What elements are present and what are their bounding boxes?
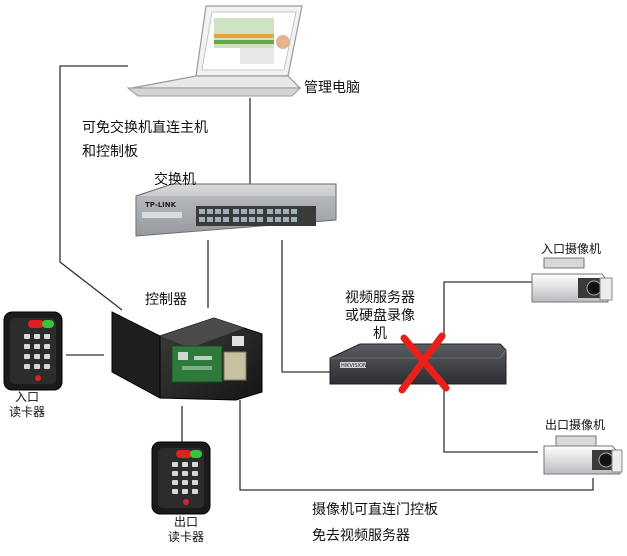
network-switch-icon: TP-LINK <box>135 183 337 237</box>
entry-camera-icon <box>531 257 613 303</box>
switch-label: 交换机 <box>154 172 196 188</box>
disabled-cross-icon <box>398 332 450 394</box>
video-server-label-line2: 或硬盘录像 <box>345 308 415 324</box>
exit-card-reader-icon <box>151 441 211 515</box>
entry-camera-label: 入口摄像机 <box>541 242 602 256</box>
exit-reader-label-line2: 读卡器 <box>167 530 204 544</box>
entry-reader-label-line2: 读卡器 <box>8 405 45 419</box>
video-server-label-line3: 机 <box>373 326 387 342</box>
direct-connect-note-line1: 可免交换机直连主机 <box>82 120 208 136</box>
laptop-icon <box>126 5 303 97</box>
exit-camera-icon <box>543 435 623 475</box>
nvr-brand-label: HIKVISION <box>341 363 367 369</box>
entry-card-reader-icon <box>3 311 63 391</box>
entry-reader-label-line1: 入口 <box>14 390 39 404</box>
controller-label: 控制器 <box>145 292 187 308</box>
switch-brand-label: TP-LINK <box>145 201 177 209</box>
controller-box-icon <box>111 311 263 401</box>
camera-note-line1: 摄像机可直连门控板 <box>312 502 438 518</box>
connection-lines <box>59 65 594 491</box>
exit-camera-label: 出口摄像机 <box>545 418 606 432</box>
camera-note-line2: 免去视频服务器 <box>312 528 410 544</box>
exit-reader-label-line1: 出口 <box>173 515 198 529</box>
direct-connect-note-line2: 和控制板 <box>82 144 138 160</box>
management-pc-label: 管理电脑 <box>304 80 360 96</box>
video-server-label-line1: 视频服务器 <box>345 290 415 306</box>
